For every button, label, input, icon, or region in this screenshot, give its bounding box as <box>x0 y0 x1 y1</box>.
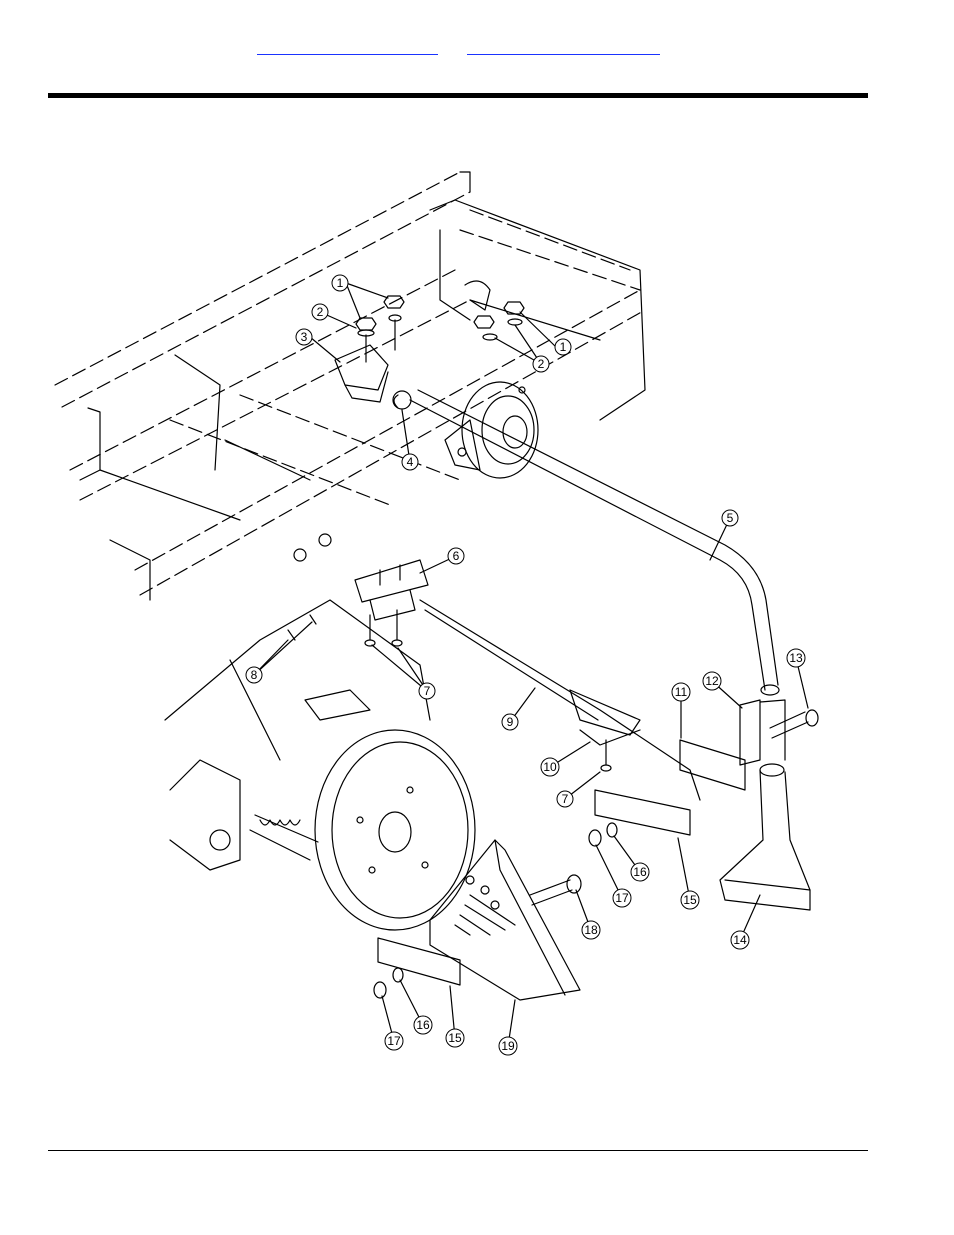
callout-19: 19 <box>499 1037 517 1055</box>
svg-text:19: 19 <box>501 1039 515 1053</box>
svg-text:12: 12 <box>705 674 719 688</box>
svg-text:17: 17 <box>387 1034 401 1048</box>
callout-6: 6 <box>448 548 464 564</box>
callout-7-lower: 7 <box>557 791 573 807</box>
callout-15-left: 15 <box>446 1029 464 1047</box>
callout-1-left: 1 <box>332 275 348 291</box>
callout-8: 8 <box>246 667 262 683</box>
svg-text:8: 8 <box>251 668 258 682</box>
svg-text:4: 4 <box>407 455 414 469</box>
svg-text:17: 17 <box>615 891 629 905</box>
mounting-bracket <box>355 560 428 620</box>
svg-text:9: 9 <box>507 715 514 729</box>
svg-text:7: 7 <box>562 792 569 806</box>
callout-16-left: 16 <box>414 1016 432 1034</box>
svg-text:15: 15 <box>683 893 697 907</box>
svg-text:15: 15 <box>448 1031 462 1045</box>
svg-text:13: 13 <box>789 651 803 665</box>
svg-text:1: 1 <box>337 276 344 290</box>
drive-rod <box>410 390 779 695</box>
callout-15-right: 15 <box>681 891 699 909</box>
callout-14: 14 <box>731 931 749 949</box>
callout-11: 11 <box>672 683 690 701</box>
svg-text:2: 2 <box>538 357 545 371</box>
row-unit <box>165 600 475 930</box>
callout-2-right: 2 <box>533 356 549 372</box>
nuts-and-washers <box>356 296 524 362</box>
callout-2-left: 2 <box>312 304 328 320</box>
callout-13: 13 <box>787 649 805 667</box>
bolts-small <box>288 610 611 771</box>
svg-text:11: 11 <box>675 685 688 699</box>
bracket-and-clip <box>335 345 411 409</box>
callout-17-left: 17 <box>385 1032 403 1050</box>
callout-7-upper: 7 <box>419 683 435 699</box>
callout-4: 4 <box>402 454 418 470</box>
callout-9: 9 <box>502 714 518 730</box>
callout-17-right: 17 <box>613 889 631 907</box>
svg-text:7: 7 <box>424 684 431 698</box>
svg-text:6: 6 <box>453 549 460 563</box>
toolbar-frame <box>55 172 645 595</box>
leader-lines <box>254 283 808 1046</box>
callout-3: 3 <box>296 329 312 345</box>
shield-plates <box>378 740 745 985</box>
svg-text:3: 3 <box>301 330 308 344</box>
link-rod <box>420 600 700 800</box>
svg-text:1: 1 <box>560 340 567 354</box>
svg-text:14: 14 <box>733 933 747 947</box>
bolt-13 <box>770 710 818 738</box>
callout-10: 10 <box>541 758 559 776</box>
svg-text:18: 18 <box>584 923 598 937</box>
mounting-tube-and-boot <box>720 700 810 910</box>
callout-1-right: 1 <box>555 339 571 355</box>
callout-5: 5 <box>722 510 738 526</box>
callout-16-right: 16 <box>631 863 649 881</box>
svg-text:10: 10 <box>543 760 557 774</box>
svg-text:16: 16 <box>633 865 647 879</box>
toolbar-frame-solid <box>80 172 645 600</box>
svg-text:2: 2 <box>317 305 324 319</box>
svg-text:5: 5 <box>727 511 734 525</box>
callout-12: 12 <box>703 672 721 690</box>
bolt-18-and-hardware <box>374 823 617 998</box>
callout-18: 18 <box>582 921 600 939</box>
deflector-plate <box>430 840 580 1000</box>
svg-text:16: 16 <box>416 1018 430 1032</box>
